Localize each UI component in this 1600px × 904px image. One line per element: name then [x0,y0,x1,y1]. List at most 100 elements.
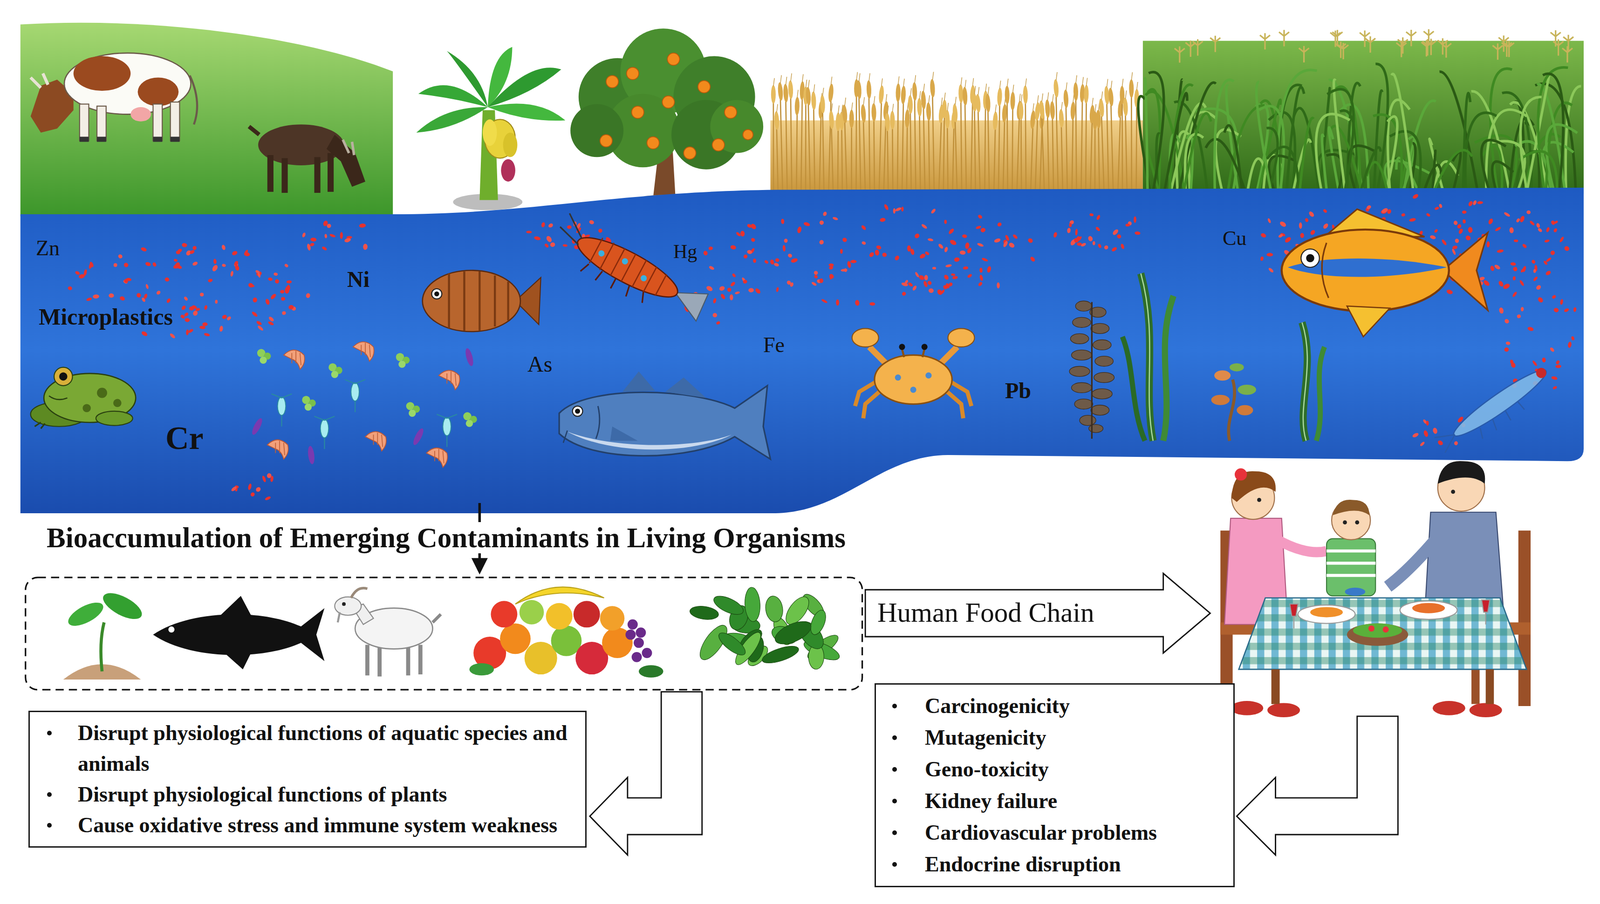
wheat-field [770,120,1143,195]
wheat-field [866,80,872,99]
wheat-field [1016,118,1019,194]
microplastic-dots [1052,232,1058,239]
seaweed [1069,273,1325,441]
microplastic-dots [1425,212,1431,218]
microplastic-dots [549,241,556,248]
fruits-icon [499,623,531,655]
plankton-cluster [250,417,265,437]
cow [79,136,89,143]
microplastic-dots [1299,222,1303,230]
wheat-field [827,83,835,103]
leafy-greens-icon [807,608,829,637]
fruits-icon [490,601,518,628]
microplastic-dots [749,222,758,231]
seaweed [1090,323,1109,334]
plankton-cluster [406,402,421,418]
wheat-field [849,109,855,129]
microplastic-dots [343,237,352,243]
microplastic-dots [1419,441,1425,447]
plankton-cluster [353,341,375,362]
microplastic-dots [780,218,785,225]
microplastic-dots [1408,217,1417,223]
wheat-field [800,98,803,194]
family-meal [1450,490,1456,495]
wheat-field [904,109,910,129]
wheat-field [887,105,889,115]
cod-fish [572,406,583,417]
microplastic-dots [923,280,929,288]
family-meal [1267,703,1300,718]
microplastic-dots [1513,239,1519,243]
frog [113,399,122,408]
microplastic-dots [959,250,966,255]
seedling-icon [99,588,146,625]
plankton-cluster [436,414,458,447]
oranges [683,146,696,159]
bullet-dot [47,792,52,798]
striped-fish [449,271,509,331]
effects-box: Disrupt physiological functions of aquat… [28,711,587,848]
fruits-icon [469,663,494,676]
seaweed [1211,395,1230,406]
microplastic-dots [1498,307,1505,315]
bullet-text: Cardiovascular problems [924,817,1225,849]
microplastic-dots [191,260,199,267]
microplastic-dots [1505,341,1511,346]
plankton-cluster [271,394,293,427]
wheat-field [1010,91,1016,111]
plankton-cluster [314,416,336,450]
wheat-field [808,104,811,194]
wheat-field [892,103,894,113]
plankton-cluster [398,360,406,368]
microplastic-dots [1451,245,1458,250]
microplastic-dots [1087,235,1094,242]
plankton-cluster [275,440,285,456]
family-meal [1271,669,1280,705]
cod-fish [574,408,581,414]
wheat-field [955,96,957,106]
microplastic-dots [903,279,909,286]
wheat-field [974,110,976,194]
microplastic-dots [169,332,176,340]
tropical-fish [1305,253,1315,263]
wheat-field [999,80,1001,89]
bullet-text: Geno-toxicity [924,753,1225,786]
wheat-field [1136,82,1138,91]
plankton-cluster [446,371,457,386]
microplastic-dots [708,246,713,251]
plankton-cluster [314,416,336,450]
microplastic-dots [1531,360,1539,367]
wheat-field [970,102,973,194]
microplastic-dots [1278,220,1287,228]
wheat-field [883,118,887,194]
wheat-field [1035,119,1038,194]
wheat-field [1122,97,1129,117]
wheat-field [1047,116,1049,194]
microplastic-dots [813,274,819,280]
microplastic-dots [1267,267,1275,274]
wheat-field [964,79,966,89]
microplastic-dots [854,299,861,307]
microplastic-dots [942,284,949,291]
wheat-field [910,112,912,194]
family-meal [1344,588,1366,597]
wheat-field [1063,89,1069,109]
wheat-field [914,75,916,84]
microplastic-dots [1512,276,1516,281]
cow [170,136,180,143]
microplastic-dots [281,311,287,316]
microplastic-dots [1494,226,1502,233]
wheat-field [1025,102,1026,194]
microplastic-dots [248,283,255,288]
orange-tree [570,103,624,158]
cow [79,103,89,141]
wheat-field [1052,94,1054,103]
family-meal [1310,607,1343,618]
microplastic-dots [243,249,249,256]
isopod [570,227,685,308]
microplastic-dots [144,261,152,267]
microplastic-dots [562,244,568,247]
wheat-field [773,78,775,87]
wheat-field [771,85,776,104]
microplastic-dots [1411,193,1419,200]
